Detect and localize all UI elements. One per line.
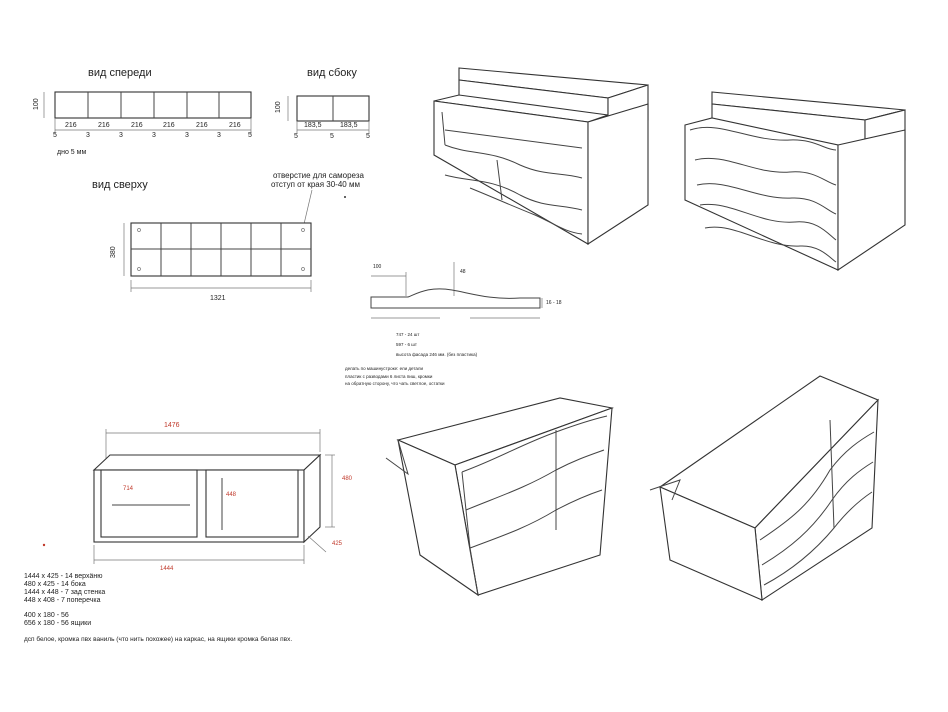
parts-item-2: 480 х 425 - 14 бока [24, 580, 86, 588]
parts-item-3: 1444 х 448 - 7 зад стенка [24, 589, 105, 596]
front-width-1: 216 [65, 122, 77, 129]
front-view-outline [54, 91, 252, 119]
front-gap-6: 3 [217, 132, 221, 139]
parts-item-5: 400 х 180 - 56 [24, 612, 69, 619]
side-view: вид сбоку 100 183,5 183,5 5 5 5 [275, 67, 370, 140]
top-view-depth: 380 [110, 246, 117, 258]
front-width-4: 216 [163, 122, 175, 129]
parts-item-6: 656 х 180 - 56 ящики [24, 620, 91, 627]
sketch-drawers-1 [385, 397, 615, 597]
sketch-drawers-2 [649, 375, 879, 601]
material-note: дсп белое, кромка пвх ваниль (что нить п… [24, 635, 292, 643]
frame-drawing: 1476 714 448 480 425 1444 [42, 422, 353, 572]
profile-note-3: высота фасада 246 мм. (без пластика) [396, 352, 478, 357]
profile-note-5: пластик с разводами 6 листа пиш, кромки [345, 374, 433, 379]
front-width-5: 216 [196, 122, 208, 129]
profile-note-1: 747 - 24 шт [396, 332, 419, 337]
parts-item-4: 448 х 408 - 7 поперечка [24, 597, 101, 604]
frame-inner-height: 448 [226, 492, 237, 498]
front-width-2: 216 [98, 122, 110, 129]
sketch-counter-1 [433, 67, 649, 246]
front-view-title: вид спереди [88, 67, 152, 79]
front-view-height: 100 [33, 98, 40, 110]
side-view-title: вид сбоку [307, 67, 357, 79]
top-view: вид сверху отверстие для самореза отступ… [92, 171, 364, 302]
parts-item-1: 1444 х 425 - 14 верхäню [24, 573, 102, 580]
profile-note-4: делать по машинустроке: ели детали [345, 366, 423, 371]
side-width-1: 183,5 [304, 122, 322, 129]
frame-height: 480 [342, 476, 353, 482]
front-width-6: 216 [229, 122, 241, 129]
profile-detail: 100 48 16 - 18 747 - 24 шт 597 - 6 шт вы… [345, 262, 562, 386]
front-bottom-note: дно 5 мм [57, 149, 86, 156]
front-gap-1: 5 [53, 132, 57, 139]
side-gap-2: 5 [330, 133, 334, 140]
frame-width-bottom: 1444 [160, 566, 174, 572]
side-width-2: 183,5 [340, 122, 358, 129]
profile-note-2: 597 - 6 шт [396, 342, 417, 347]
profile-dim-left: 100 [373, 264, 382, 270]
side-gap-3: 5 [366, 133, 370, 140]
front-gap-4: 3 [152, 132, 156, 139]
top-view-title: вид сверху [92, 179, 148, 191]
profile-shape [370, 288, 541, 309]
sketch-counter-2 [684, 91, 906, 272]
front-gap-3: 3 [119, 132, 123, 139]
hole-note-line2: отступ от края 30-40 мм [271, 180, 360, 189]
front-view: вид спереди 100 216 216 216 216 216 216 … [33, 67, 252, 156]
frame-width-top: 1476 [164, 422, 180, 429]
front-gap-7: 5 [248, 132, 252, 139]
frame-inner-left: 714 [123, 486, 134, 492]
front-gap-5: 3 [185, 132, 189, 139]
parts-list: 1444 х 425 - 14 верхäню 480 х 425 - 14 б… [24, 573, 292, 643]
side-view-height: 100 [275, 101, 282, 113]
profile-dim-right: 16 - 18 [546, 300, 562, 306]
front-gap-2: 3 [86, 132, 90, 139]
frame-depth: 425 [332, 541, 343, 547]
front-width-3: 216 [131, 122, 143, 129]
hole-note-line1: отверстие для самореза [273, 171, 364, 180]
side-gap-1: 5 [294, 133, 298, 140]
top-view-width: 1321 [210, 295, 226, 302]
profile-note-6: на обратную сторону, что чать светлое, о… [345, 381, 445, 386]
profile-dim-top: 48 [460, 269, 466, 275]
